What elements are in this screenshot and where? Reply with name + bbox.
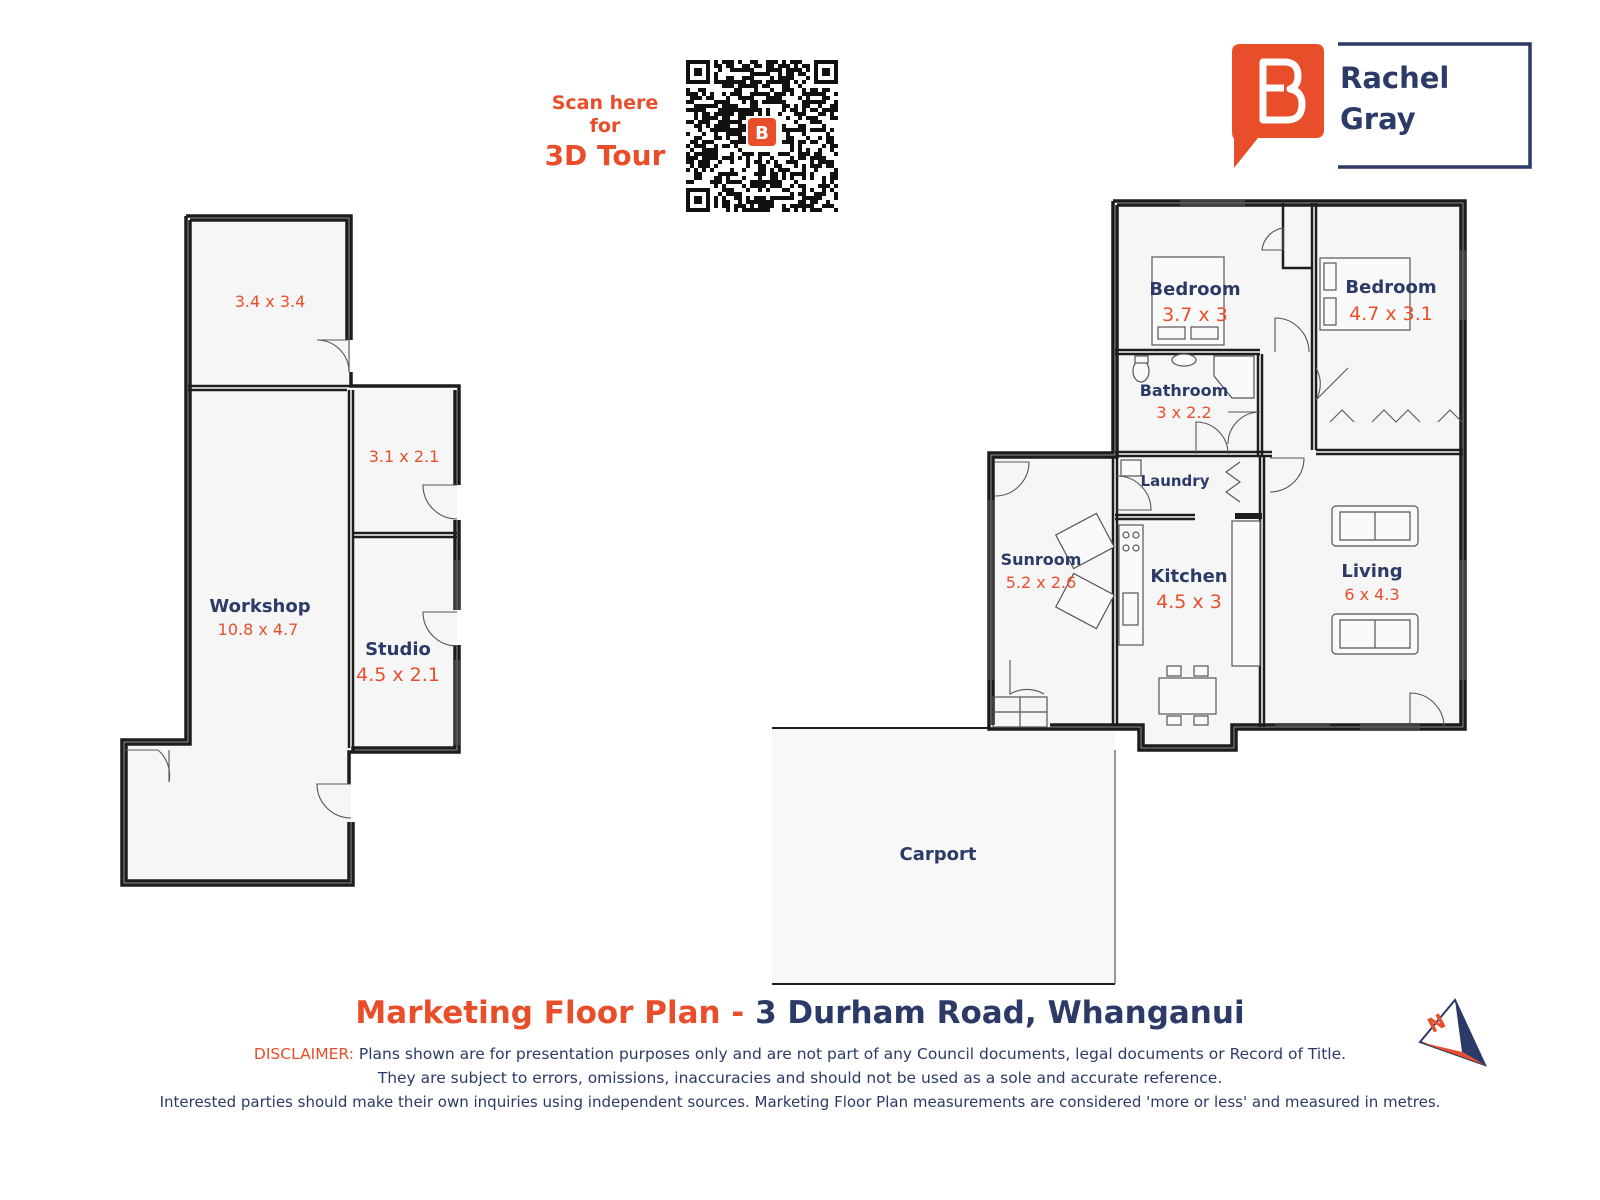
rachel-gray-logo [1232,42,1532,169]
brand-name-line2: Gray [1340,102,1416,136]
sunroom-label: Sunroom [1001,550,1082,569]
studio-label: Studio [365,639,431,660]
outbuilding: 3.4 x 3.4 3.1 x 2.1 Workshop 10.8 x 4.7 … [120,214,461,887]
brand-name-line1: Rachel [1340,61,1450,95]
title-address: 3 Durham Road, Whanganui [755,995,1245,1031]
bedroom1-dims: 3.7 x 3 [1162,304,1228,326]
carport-label: Carport [900,844,977,865]
qr-code-icon[interactable]: B [684,58,840,214]
disclaimer-line2: They are subject to errors, omissions, i… [377,1069,1223,1087]
scan-prompt: Scan here for 3D Tour [520,92,690,172]
living-label: Living [1341,561,1402,582]
kitchen-label: Kitchen [1150,566,1227,587]
qr-logo-letter: B [755,123,769,144]
carport: Carport [772,727,1116,985]
laundry-label: Laundry [1141,472,1210,490]
disclaimer-line3: Interested parties should make their own… [159,1093,1441,1111]
brand-name: Rachel Gray [1340,58,1449,140]
bedroom2-dims: 4.7 x 3.1 [1349,303,1433,325]
scan-line2: for [589,115,621,137]
bedroom1-label: Bedroom [1149,279,1240,300]
studio-dims: 4.5 x 2.1 [356,664,440,686]
bedroom2-label: Bedroom [1345,277,1436,298]
living-dims: 6 x 4.3 [1344,585,1399,604]
shed-top-dims: 3.4 x 3.4 [235,292,306,311]
workshop-dims: 10.8 x 4.7 [218,620,299,639]
title-prefix: Marketing Floor Plan - [355,995,745,1031]
disclaimer-label: DISCLAIMER: [253,1045,354,1063]
shed-small-dims: 3.1 x 2.1 [369,447,440,466]
kitchen-dims: 4.5 x 3 [1156,591,1222,613]
sunroom-dims: 5.2 x 2.6 [1006,573,1077,592]
bathroom-label: Bathroom [1140,381,1229,400]
scan-line1: Scan here [551,92,659,114]
workshop-label: Workshop [209,596,310,617]
disclaimer-text1: Plans shown are for presentation purpose… [358,1045,1347,1063]
house: Bedroom 3.7 x 3 Bedroom 4.7 x 3.1 Bathro… [987,199,1467,752]
disclaimer-line1: DISCLAIMER: Plans shown are for presenta… [0,1045,1600,1063]
bathroom-dims: 3 x 2.2 [1156,403,1211,422]
scan-line3: 3D Tour [544,139,666,172]
page-title: Marketing Floor Plan - 3 Durham Road, Wh… [0,995,1600,1031]
